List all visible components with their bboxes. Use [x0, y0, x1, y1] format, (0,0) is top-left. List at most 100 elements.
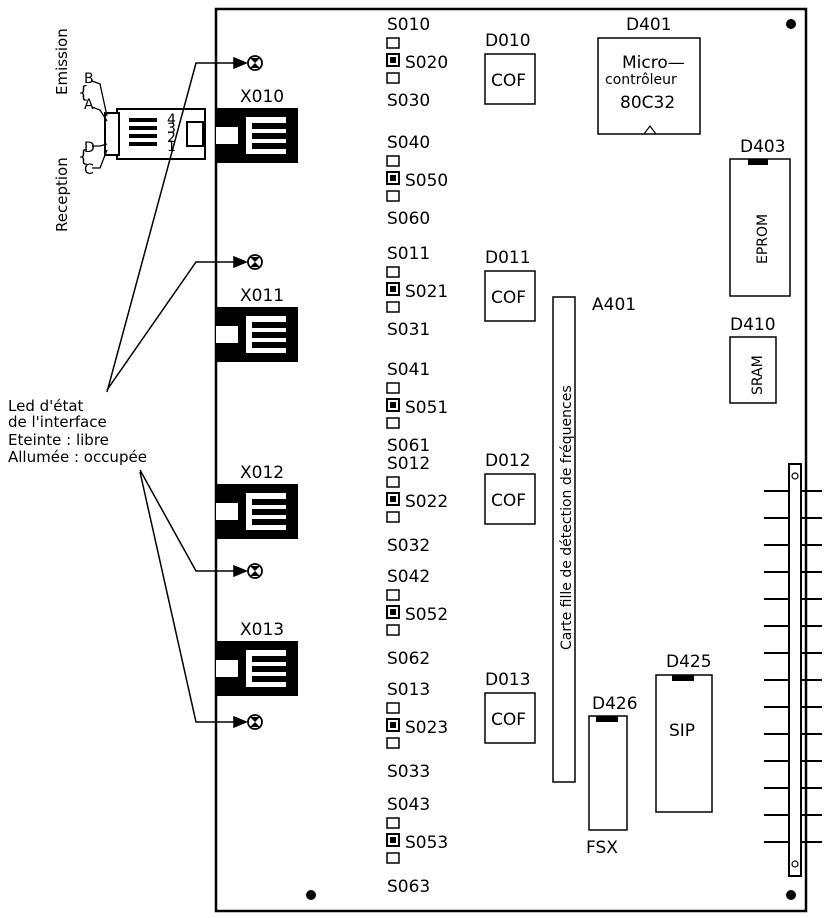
led-leader-lines [106, 56, 248, 729]
switch-label-top: S012 [387, 454, 430, 474]
daughter-card: Carte fille de détection de fréquences A… [552, 295, 636, 783]
switch-label-top: S013 [387, 680, 430, 700]
wire-label-d: D [84, 140, 95, 156]
chip-label: SRAM [750, 355, 766, 395]
switch-label-bot: S062 [387, 649, 430, 669]
daughter-card-label: Carte fille de détection de fréquences [559, 385, 575, 650]
chip-label: COF [491, 71, 526, 91]
led-note-line1: Led d'état [8, 397, 84, 415]
chip-label: COF [491, 710, 526, 730]
switch-label-mid: S020 [405, 53, 448, 73]
connector-label: X012 [240, 463, 284, 483]
wire-label-c: C [84, 162, 94, 178]
eprom-chip: D403 EPROM [729, 137, 791, 297]
wire-label-a: A [84, 97, 94, 113]
switch-label-mid: S053 [405, 833, 448, 853]
chip-ref: D013 [485, 670, 531, 690]
chip-label: COF [491, 491, 526, 511]
connector-label: X011 [240, 286, 284, 306]
chip-ref: D410 [730, 315, 776, 335]
pin-label: 1 [167, 139, 176, 155]
sip-chip: D425 SIP [655, 652, 713, 813]
micro-line3: 80C32 [620, 93, 675, 113]
switch-group: S012 S022 S032 [386, 454, 448, 556]
fsx-chip: D426 FSX [586, 694, 638, 858]
mounting-hole [786, 19, 796, 29]
switch-group: S011 S021 S031 [386, 244, 448, 340]
reception-label: Reception [53, 157, 71, 232]
switch-label-top: S010 [387, 15, 430, 35]
connector-label: X013 [240, 620, 284, 640]
micro-line2: contrôleur [605, 72, 677, 88]
cof-chip: D011 COF [484, 248, 536, 322]
brace: { [78, 147, 89, 167]
switch-group: S041 S051 S061 [386, 360, 448, 456]
switch-label-mid: S021 [405, 282, 448, 302]
led-icon [247, 563, 263, 579]
cof-chip: D012 COF [484, 451, 536, 525]
switch-group: S013 S023 S033 [386, 680, 448, 782]
led-note-line2: de l'interface [8, 413, 107, 431]
chip-ref: D010 [485, 31, 531, 51]
emission-label: Emission [53, 28, 71, 95]
chip-label: COF [491, 288, 526, 308]
switch-label-bot: S032 [387, 536, 430, 556]
switch-label-mid: S050 [405, 171, 448, 191]
switch-label-top: S041 [387, 360, 430, 380]
led-note-line3: Eteinte : libre [8, 431, 109, 449]
switch-label-top: S043 [387, 795, 430, 815]
wire-label-b: B [84, 71, 94, 87]
chip-ref: D403 [740, 137, 786, 157]
mounting-hole [306, 890, 316, 900]
switch-label-top: S011 [387, 244, 430, 264]
chip-ref: D012 [485, 451, 531, 471]
switch-label-bot: S061 [387, 436, 430, 456]
switch-group: S040 S050 S060 [386, 133, 448, 229]
switch-label-top: S040 [387, 133, 430, 153]
connector-x012: X012 [216, 463, 298, 539]
chip-ref: A401 [592, 295, 636, 315]
chip-label: EPROM [755, 214, 771, 264]
status-leds [247, 55, 263, 730]
chip-label: FSX [586, 838, 618, 858]
pin-label: 3 [167, 121, 176, 137]
microcontroller-chip: D401 Micro— contrôleur 80C32 [597, 15, 701, 135]
chip-ref: D011 [485, 248, 531, 268]
mounting-hole [786, 890, 796, 900]
pin-label: 2 [167, 130, 176, 146]
switch-label-mid: S023 [405, 718, 448, 738]
sram-chip: D410 SRAM [729, 315, 777, 404]
led-note: Led d'état de l'interface Eteinte : libr… [8, 397, 147, 466]
switch-group: S010 S020 S030 [386, 15, 448, 111]
connector-x013: X013 [216, 620, 298, 696]
led-note-line4: Allumée : occupée [8, 448, 147, 466]
pin-label: 4 [167, 112, 176, 128]
switch-label-bot: S031 [387, 320, 430, 340]
switch-label-bot: S033 [387, 762, 430, 782]
connector-x010: X010 [216, 87, 298, 163]
interface-plug: 4 3 2 1 B A D C { { Emission Reception [53, 28, 206, 232]
chip-label: SIP [669, 721, 695, 741]
led-icon [247, 714, 263, 730]
switch-label-bot: S030 [387, 91, 430, 111]
switch-label-mid: S052 [405, 605, 448, 625]
cof-chip: D010 COF [484, 31, 536, 105]
led-icon [247, 254, 263, 270]
chip-ref: D426 [592, 694, 638, 714]
brace: { [78, 83, 89, 103]
edge-connector [764, 463, 822, 877]
switch-label-bot: S060 [387, 209, 430, 229]
connector-label: X010 [240, 87, 284, 107]
switch-group: S043 S053 S063 [386, 795, 448, 897]
switch-label-mid: S022 [405, 492, 448, 512]
connector-x011: X011 [216, 286, 298, 362]
micro-line1: Micro— [622, 53, 685, 73]
cof-chip: D013 COF [484, 670, 536, 744]
chip-ref: D425 [666, 652, 712, 672]
switch-label-bot: S063 [387, 877, 430, 897]
switch-group: S042 S052 S062 [386, 567, 448, 669]
chip-ref: D401 [626, 15, 672, 35]
switch-label-top: S042 [387, 567, 430, 587]
switch-label-mid: S051 [405, 398, 448, 418]
